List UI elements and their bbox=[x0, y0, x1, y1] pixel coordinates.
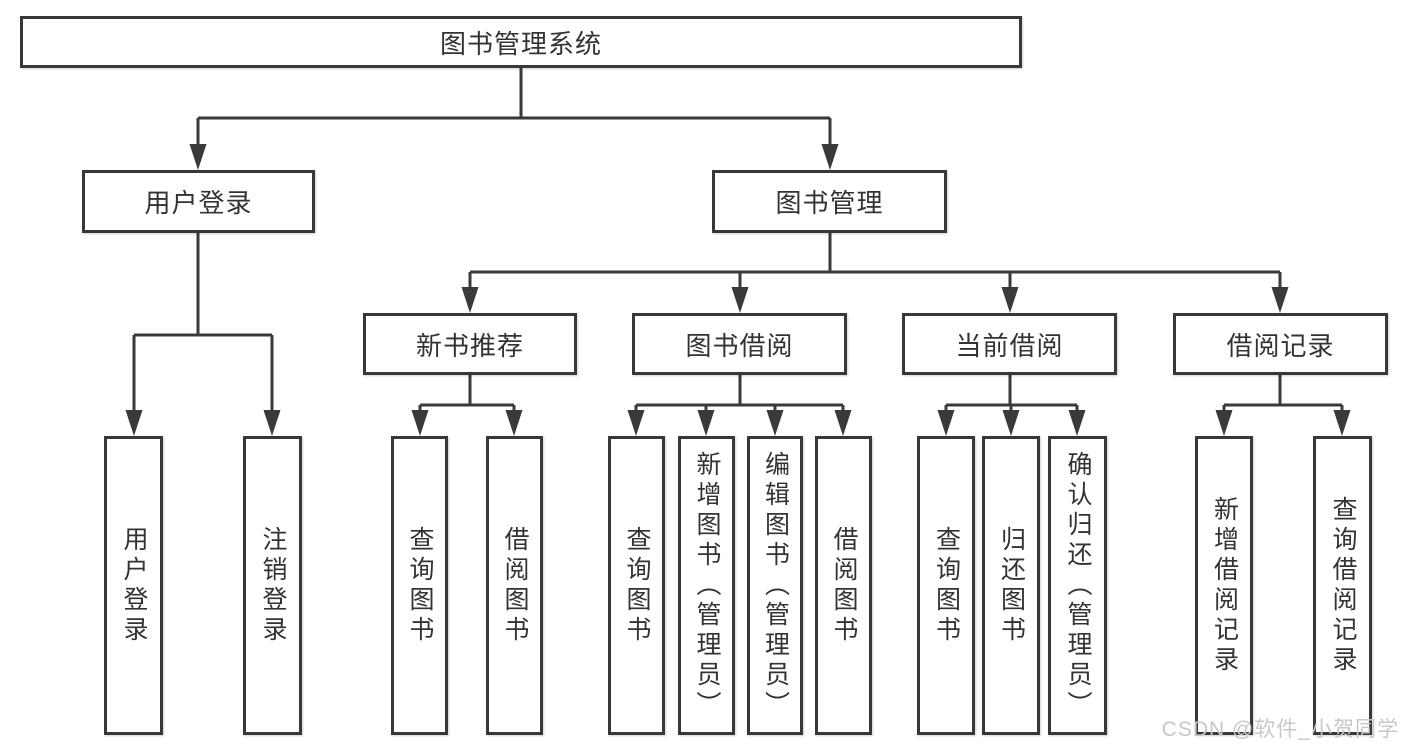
node-user-login: 用户登录 bbox=[82, 170, 315, 233]
leaf-user-login: 用户登录 bbox=[104, 436, 163, 735]
node-borrowing-records: 借阅记录 bbox=[1173, 313, 1388, 375]
leaf-query-books-recommend: 查询图书 bbox=[391, 436, 448, 735]
leaf-borrow-books-recommend: 借阅图书 bbox=[486, 436, 543, 735]
leaf-query-borrow-record: 查询借阅记录 bbox=[1313, 436, 1372, 735]
node-label: 借阅记录 bbox=[1226, 330, 1335, 361]
leaf-label: 借阅图书 bbox=[501, 525, 529, 646]
node-label: 用户登录 bbox=[144, 188, 253, 218]
csdn-watermark: CSDN @软件_小贺同学 bbox=[1161, 718, 1399, 741]
leaf-label: 查询借阅记录 bbox=[1329, 495, 1357, 676]
leaf-label: 借阅图书 bbox=[830, 525, 858, 646]
node-library-system: 图书管理系统 bbox=[20, 16, 1022, 68]
node-book-management: 图书管理 bbox=[712, 170, 947, 233]
node-new-book-recommendation: 新书推荐 bbox=[363, 313, 577, 375]
leaf-add-borrow-record: 新增借阅记录 bbox=[1195, 436, 1253, 735]
leaf-query-books-current: 查询图书 bbox=[917, 436, 975, 735]
leaf-logout: 注销登录 bbox=[243, 436, 302, 735]
arrowheads bbox=[125, 144, 1351, 436]
node-label: 图书借阅 bbox=[685, 330, 794, 361]
leaf-edit-book-admin: 编辑图书（管理员） bbox=[747, 436, 803, 735]
node-label: 新书推荐 bbox=[415, 330, 524, 361]
leaf-return-books: 归还图书 bbox=[982, 436, 1040, 735]
leaf-label: 查询图书 bbox=[932, 525, 961, 646]
leaf-label: 注销登录 bbox=[259, 525, 287, 646]
leaf-label: 归还图书 bbox=[997, 525, 1026, 646]
leaf-label: 查询图书 bbox=[623, 525, 651, 646]
leaf-borrow-books: 借阅图书 bbox=[815, 436, 872, 735]
leaf-add-book-admin: 新增图书（管理员） bbox=[678, 436, 735, 735]
leaf-label: 查询图书 bbox=[406, 525, 434, 646]
node-current-borrowing: 当前借阅 bbox=[902, 313, 1117, 375]
node-label: 图书管理 bbox=[775, 188, 884, 218]
leaf-label: 新增借阅记录 bbox=[1210, 495, 1239, 676]
node-label: 图书管理系统 bbox=[439, 28, 602, 59]
leaf-label: 确认归还（管理员） bbox=[1064, 450, 1092, 721]
leaf-query-books-borrow: 查询图书 bbox=[608, 436, 665, 735]
node-book-borrowing: 图书借阅 bbox=[632, 313, 847, 375]
leaf-label: 用户登录 bbox=[120, 525, 148, 646]
leaf-label: 新增图书（管理员） bbox=[693, 450, 721, 721]
leaf-label: 编辑图书（管理员） bbox=[761, 450, 790, 721]
leaf-confirm-return-admin: 确认归还（管理员） bbox=[1048, 436, 1107, 735]
node-label: 当前借阅 bbox=[955, 330, 1064, 361]
